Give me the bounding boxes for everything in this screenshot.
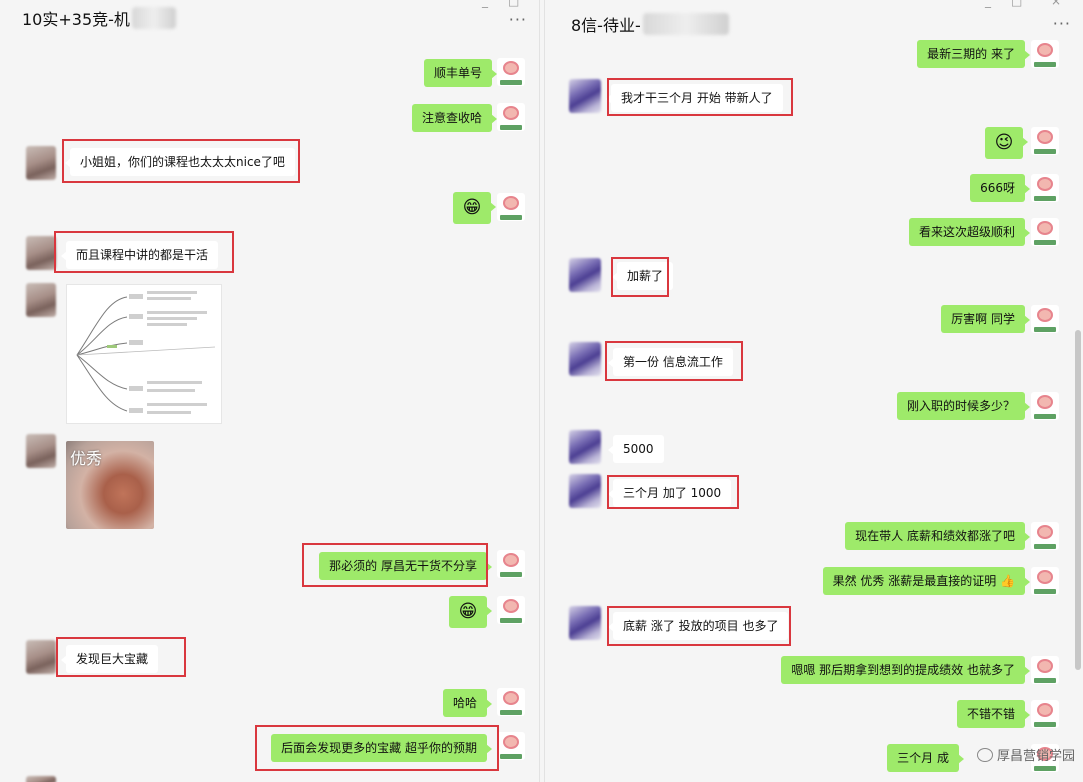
- message-bubble[interactable]: 666呀: [970, 174, 1030, 202]
- highlight-box: [607, 78, 793, 116]
- highlight-box: [302, 543, 488, 587]
- contact-avatar[interactable]: [26, 283, 56, 317]
- message-bubble[interactable]: 后面会发现更多的宝藏 超乎你的预期: [271, 734, 492, 762]
- message-bubble[interactable]: 顺丰单号: [423, 59, 498, 87]
- highlight-box: [56, 637, 186, 677]
- close-icon[interactable]: ×: [1051, 0, 1062, 8]
- message-bubble[interactable]: 厉害啊 同学: [941, 305, 1030, 333]
- minimize-icon[interactable]: _: [985, 0, 991, 8]
- contact-avatar[interactable]: [569, 79, 601, 113]
- highlight-box: [607, 606, 791, 646]
- message-bubble[interactable]: 三个月 加了 1000: [607, 479, 732, 507]
- my-avatar[interactable]: [1031, 218, 1059, 246]
- my-avatar[interactable]: [497, 193, 525, 221]
- emoji-message[interactable]: 😁: [453, 192, 496, 224]
- wechat-icon: [976, 747, 993, 762]
- maximize-icon[interactable]: □: [508, 0, 520, 8]
- contact-avatar[interactable]: [569, 258, 601, 292]
- message-bubble[interactable]: 底薪 涨了 投放的项目 也多了: [607, 612, 789, 640]
- highlight-box: [605, 341, 743, 381]
- message-bubble[interactable]: 果然 优秀 涨薪是最直接的证明 👍: [822, 567, 1031, 595]
- contact-avatar[interactable]: [569, 474, 601, 508]
- message-bubble[interactable]: 最新三期的 来了: [917, 40, 1030, 68]
- more-options-icon[interactable]: ···: [1052, 14, 1071, 33]
- message-bubble[interactable]: 加薪了: [611, 262, 674, 290]
- highlight-box: [607, 475, 739, 509]
- highlight-box: [611, 257, 669, 297]
- my-avatar[interactable]: [1031, 522, 1059, 550]
- message-bubble[interactable]: 第一份 信息流工作: [608, 348, 733, 376]
- contact-avatar[interactable]: [26, 776, 56, 782]
- scrollbar[interactable]: [1075, 330, 1081, 670]
- message-bubble[interactable]: 发现巨大宝藏: [60, 645, 159, 673]
- my-avatar[interactable]: [1031, 305, 1059, 333]
- message-bubble[interactable]: 刚入职的时候多少？: [896, 392, 1031, 420]
- emoji-message[interactable]: 😁: [449, 596, 492, 628]
- minimize-icon[interactable]: _: [482, 0, 488, 8]
- message-bubble[interactable]: 哈哈: [442, 689, 493, 717]
- my-avatar[interactable]: [1031, 40, 1059, 68]
- mindmap-graphic: [76, 291, 216, 414]
- message-bubble[interactable]: 而且课程中讲的都是干活: [60, 241, 219, 269]
- maximize-icon[interactable]: □: [1011, 0, 1023, 8]
- my-avatar[interactable]: [1031, 700, 1059, 728]
- my-avatar[interactable]: [497, 596, 525, 624]
- pin-icon[interactable]: ⌃: [951, 0, 962, 8]
- message-bubble[interactable]: 小姐姐，你们的课程也太太太nice了吧: [65, 148, 295, 176]
- message-bubble[interactable]: 看来这次超级顺利: [908, 218, 1031, 246]
- blurred-name: [642, 13, 729, 35]
- contact-avatar[interactable]: [26, 146, 56, 180]
- left-chat-panel: ⌃ _ □ 10实+35竞-机 ··· 顺丰单号 注意查收哈 小姐姐，你们的课程…: [0, 0, 540, 782]
- message-bubble[interactable]: 5000: [608, 435, 664, 463]
- message-bubble[interactable]: 三个月 成: [887, 744, 964, 772]
- my-avatar[interactable]: [1031, 744, 1059, 772]
- contact-avatar[interactable]: [569, 430, 601, 464]
- chat-title: 8信-待业-: [571, 12, 729, 36]
- mindmap-image[interactable]: [66, 284, 222, 424]
- my-avatar[interactable]: [497, 688, 525, 716]
- my-avatar[interactable]: [497, 550, 525, 578]
- my-avatar[interactable]: [497, 732, 525, 760]
- message-bubble[interactable]: 不错不错: [956, 700, 1031, 728]
- my-avatar[interactable]: [1031, 392, 1059, 420]
- highlight-box: [62, 139, 300, 183]
- my-avatar[interactable]: [1031, 174, 1059, 202]
- highlight-box: [54, 231, 234, 273]
- right-chat-panel: ⌃ _ □ × 8信-待业- ··· 最新三期的 来了 我才干三个月 开始 带新…: [544, 0, 1083, 782]
- my-avatar[interactable]: [497, 58, 525, 86]
- contact-avatar[interactable]: [26, 640, 56, 674]
- blurred-name: [131, 7, 176, 29]
- sticker-image[interactable]: 优秀: [66, 441, 154, 529]
- contact-avatar[interactable]: [569, 606, 601, 640]
- chat-title: 10实+35竞-机: [22, 6, 176, 30]
- highlight-box: [255, 725, 499, 771]
- sticker-caption: 优秀: [70, 449, 103, 468]
- message-bubble[interactable]: 那必须的 厚昌无干货不分享: [319, 552, 492, 580]
- my-avatar[interactable]: [497, 103, 525, 131]
- more-options-icon[interactable]: ···: [508, 10, 527, 29]
- message-bubble[interactable]: 嗯嗯 那后期拿到想到的提成绩效 也就多了: [781, 656, 1030, 684]
- message-bubble[interactable]: 注意查收哈: [411, 104, 498, 132]
- contact-avatar[interactable]: [569, 342, 601, 376]
- watermark: 厚昌营销学园: [976, 745, 1075, 764]
- my-avatar[interactable]: [1031, 567, 1059, 595]
- message-bubble[interactable]: 我才干三个月 开始 带新人了: [606, 84, 783, 112]
- emoji-message[interactable]: 😉: [985, 127, 1028, 159]
- contact-avatar[interactable]: [26, 236, 56, 270]
- my-avatar[interactable]: [1031, 127, 1059, 155]
- message-bubble[interactable]: 现在带人 底薪和绩效都涨了吧: [845, 522, 1030, 550]
- pin-icon[interactable]: ⌃: [450, 0, 461, 8]
- contact-avatar[interactable]: [26, 434, 56, 468]
- my-avatar[interactable]: [1031, 656, 1059, 684]
